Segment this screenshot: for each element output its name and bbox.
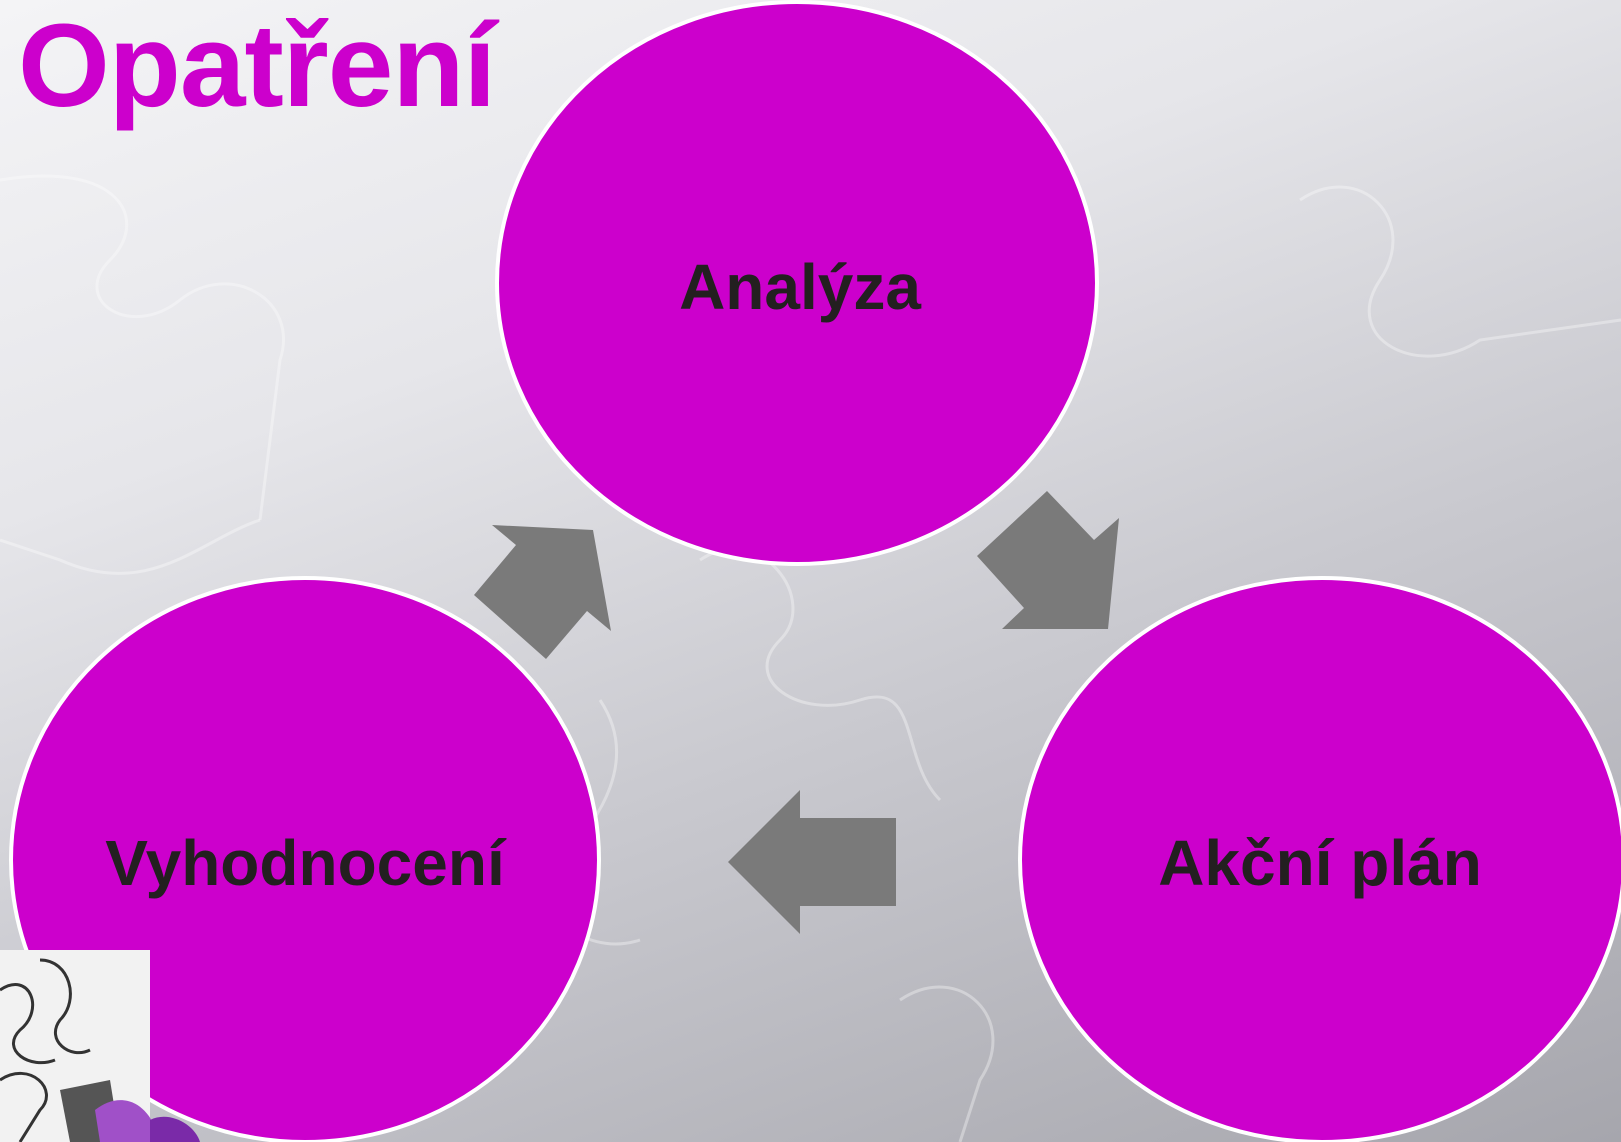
node-label-akcni-plan: Akční plán bbox=[1158, 827, 1482, 899]
arrow-analyza-to-akcni-plan bbox=[977, 491, 1119, 629]
node-label-vyhodnoceni: Vyhodnocení bbox=[105, 827, 505, 899]
node-circle-akcni-plan bbox=[1018, 576, 1621, 1142]
puzzle-cluster-image bbox=[0, 950, 200, 1142]
node-circle-vyhodnoceni bbox=[9, 576, 601, 1142]
arrow-akcni-plan-to-vyhodnoceni bbox=[728, 790, 896, 934]
arrow-vyhodnoceni-to-analyza bbox=[474, 525, 611, 659]
node-circle-analyza bbox=[495, 0, 1099, 566]
slide-title: Opatření bbox=[18, 0, 496, 132]
node-label-analyza: Analýza bbox=[679, 251, 921, 323]
